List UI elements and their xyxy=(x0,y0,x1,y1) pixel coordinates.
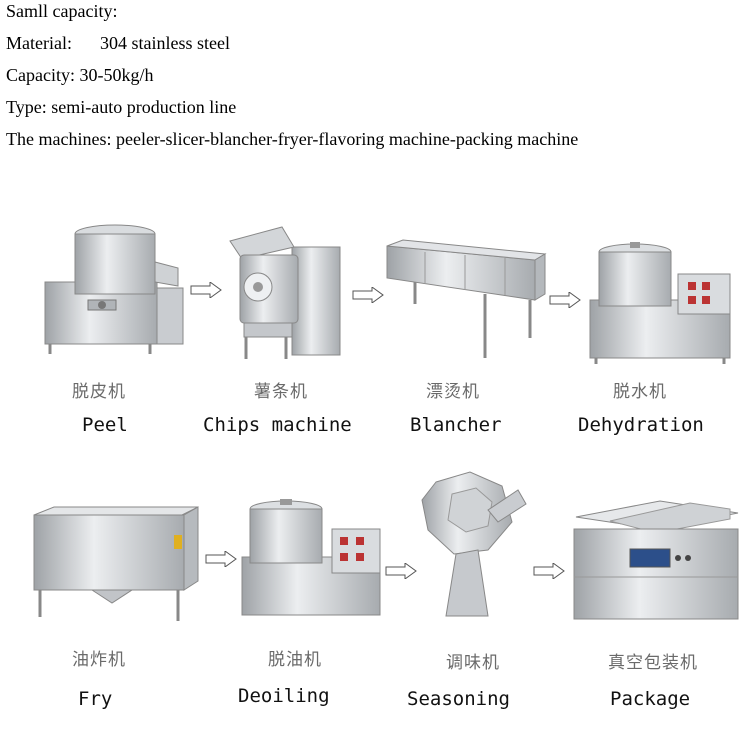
step-en-label: Fry xyxy=(78,688,113,710)
step-cn-label: 油炸机 xyxy=(72,650,126,670)
step-cn-label: 调味机 xyxy=(446,653,500,673)
spec-material: Material: 304 stainless steel xyxy=(6,32,230,54)
spec-material-value: 304 stainless steel xyxy=(99,33,230,53)
slicer-machine-icon xyxy=(229,226,341,359)
step-en-label: Blancher xyxy=(410,414,502,436)
step-cn-label: 脱皮机 xyxy=(72,382,126,402)
deoiler-machine-icon xyxy=(241,499,381,616)
flow-arrow-icon xyxy=(385,563,417,579)
vacuum-packer-icon xyxy=(573,500,739,620)
step-cn-label: 真空包装机 xyxy=(608,653,698,673)
spec-material-label: Material: xyxy=(6,33,72,53)
step-cn-label: 漂烫机 xyxy=(426,382,480,402)
dehydrator-machine-icon xyxy=(589,242,731,364)
flow-arrow-icon xyxy=(352,287,384,303)
flow-arrow-icon xyxy=(190,282,222,298)
step-en-label: Seasoning xyxy=(407,688,510,710)
step-cn-label: 脱油机 xyxy=(268,650,322,670)
spec-heading: Samll capacity: xyxy=(6,1,118,21)
spec-machines: The machines: peeler-slicer-blancher-fry… xyxy=(6,129,579,149)
step-en-label: Package xyxy=(610,688,691,710)
blancher-machine-icon xyxy=(386,239,547,358)
flow-arrow-icon xyxy=(549,292,581,308)
step-en-label: Peel xyxy=(82,414,128,436)
step-en-label: Chips machine xyxy=(203,414,352,436)
peeler-machine-icon xyxy=(44,224,184,354)
spec-type: Type: semi-auto production line xyxy=(6,97,237,117)
fryer-machine-icon xyxy=(33,506,199,621)
flow-arrow-icon xyxy=(205,551,237,567)
step-cn-label: 脱水机 xyxy=(613,382,667,402)
seasoning-machine-icon xyxy=(421,471,527,617)
step-en-label: Dehydration xyxy=(578,414,704,436)
step-en-label: Deoiling xyxy=(238,685,330,707)
spec-capacity: Capacity: 30-50kg/h xyxy=(6,65,154,85)
flow-arrow-icon xyxy=(533,563,565,579)
step-cn-label: 薯条机 xyxy=(254,382,308,402)
